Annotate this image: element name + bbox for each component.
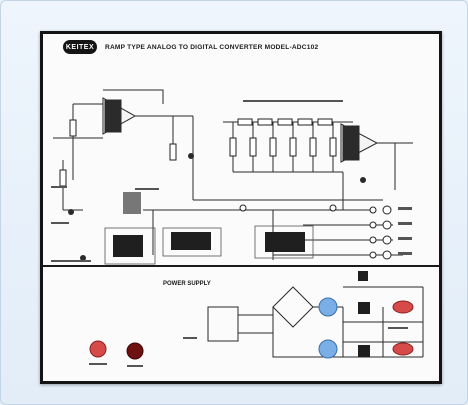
regulator-1	[358, 302, 370, 314]
regulator-2	[358, 345, 370, 357]
bridge-rectifier	[272, 286, 314, 328]
capacitor-blue-1	[318, 297, 338, 317]
title-bar: KEITEX RAMP TYPE ANALOG TO DIGITAL CONVE…	[43, 34, 439, 60]
ic-left	[113, 235, 143, 257]
circuit-diagram	[51, 89, 413, 265]
section-divider	[43, 265, 439, 267]
op-amp-right-chip	[342, 125, 360, 161]
op-amp-left-chip	[104, 99, 122, 133]
capacitor-blue-2	[318, 339, 338, 359]
brand-logo: KEITEX	[63, 40, 97, 54]
power-jack	[358, 271, 368, 281]
transformer	[207, 306, 239, 342]
ic-latch	[265, 232, 305, 252]
panel-title: RAMP TYPE ANALOG TO DIGITAL CONVERTER MO…	[105, 43, 319, 51]
power-supply-label: POWER SUPPLY	[163, 281, 211, 287]
trainer-panel: KEITEX RAMP TYPE ANALOG TO DIGITAL CONVE…	[40, 31, 442, 384]
ic-small	[123, 192, 141, 214]
power-switch	[89, 340, 107, 358]
power-led	[126, 342, 144, 360]
capacitor-red-1	[392, 300, 414, 314]
ic-counter	[171, 232, 211, 250]
capacitor-red-2	[392, 342, 414, 356]
power-supply-diagram	[89, 271, 424, 367]
